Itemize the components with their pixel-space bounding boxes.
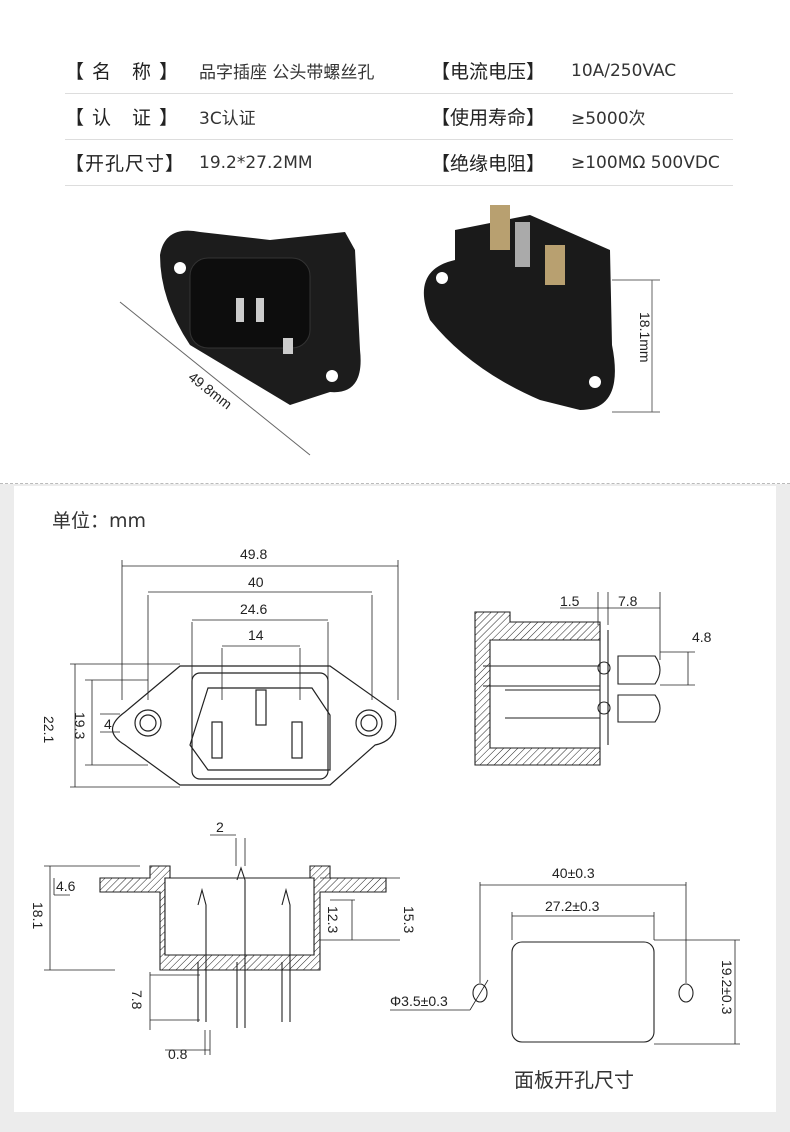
dim-label: 15.3 [401, 906, 417, 933]
spec-label: 【使用寿命】 [431, 107, 546, 129]
spec-value: ≥5000次 [571, 109, 646, 129]
spec-label: 【绝缘电阻】 [431, 153, 546, 175]
dim-label: 49.8 [240, 546, 267, 562]
spec-value: 3C认证 [199, 109, 256, 129]
dim-label: 7.8 [618, 593, 638, 609]
dim-label: 27.2±0.3 [545, 898, 600, 914]
spec-row: 【 认 证 】 3C认证 【使用寿命】 ≥5000次 [65, 94, 733, 140]
section-view-drawing [44, 834, 400, 1055]
dim-label: 4.6 [56, 878, 76, 894]
dim-label: 24.6 [240, 601, 267, 617]
section-divider [0, 483, 790, 484]
panel-cutout-drawing [390, 882, 740, 1045]
dim-label: 19.3 [72, 712, 88, 739]
dim-label: 12.3 [325, 906, 341, 933]
side-view-dimensions: 1.5 7.8 4.8 [560, 593, 712, 645]
panel-cutout-dimensions: 40±0.3 27.2±0.3 Φ3.5±0.3 19.2±0.3 [390, 865, 735, 1015]
spec-value: 10A/250VAC [571, 60, 677, 81]
spec-label: 【 名 称 】 [65, 61, 180, 83]
front-view-drawing [70, 560, 399, 788]
spec-row: 【 名 称 】 品字插座 公头带螺丝孔 【电流电压】 10A/250VAC [65, 48, 733, 94]
dim-label: 0.8 [168, 1046, 188, 1062]
dim-label: 4 [104, 716, 112, 732]
dim-label: 19.2±0.3 [719, 960, 735, 1015]
spec-label: 【开孔尺寸】 [65, 153, 186, 175]
height-label: 18.1mm [637, 312, 653, 363]
spec-value: 19.2*27.2MM [199, 152, 313, 173]
spec-value: ≥100MΩ 500VDC [571, 152, 720, 173]
product-photo-front: 49.8mm [119, 230, 361, 456]
spec-value: 品字插座 公头带螺丝孔 [199, 63, 375, 83]
product-photo-back: 18.1mm [423, 205, 660, 413]
spec-label: 【 认 证 】 [65, 107, 180, 129]
dim-label: 22.1 [41, 716, 57, 743]
dim-label: 18.1 [30, 902, 46, 929]
dim-label: 7.8 [129, 990, 145, 1010]
dim-label: 40±0.3 [552, 865, 595, 881]
spec-row: 【开孔尺寸】 19.2*27.2MM 【绝缘电阻】 ≥100MΩ 500VDC [65, 140, 733, 186]
spec-section [0, 0, 790, 484]
drawing-section [14, 486, 776, 1112]
front-view-dimensions: 49.8 40 24.6 14 22.1 19.3 4 [41, 546, 267, 743]
dim-label: 14 [248, 627, 264, 643]
spec-label: 【电流电压】 [431, 61, 546, 83]
dim-label: 40 [248, 574, 264, 590]
unit-label: 单位：mm [52, 510, 147, 532]
side-view-drawing [474, 592, 695, 766]
section-view-dimensions: 2 4.6 18.1 12.3 15.3 7.8 0.8 [30, 819, 417, 1062]
dim-label: Φ3.5±0.3 [390, 993, 448, 1009]
dim-label: 2 [216, 819, 224, 835]
dim-label: 1.5 [560, 593, 580, 609]
panel-cutout-caption: 面板开孔尺寸 [514, 1068, 634, 1092]
dim-label: 4.8 [692, 629, 712, 645]
